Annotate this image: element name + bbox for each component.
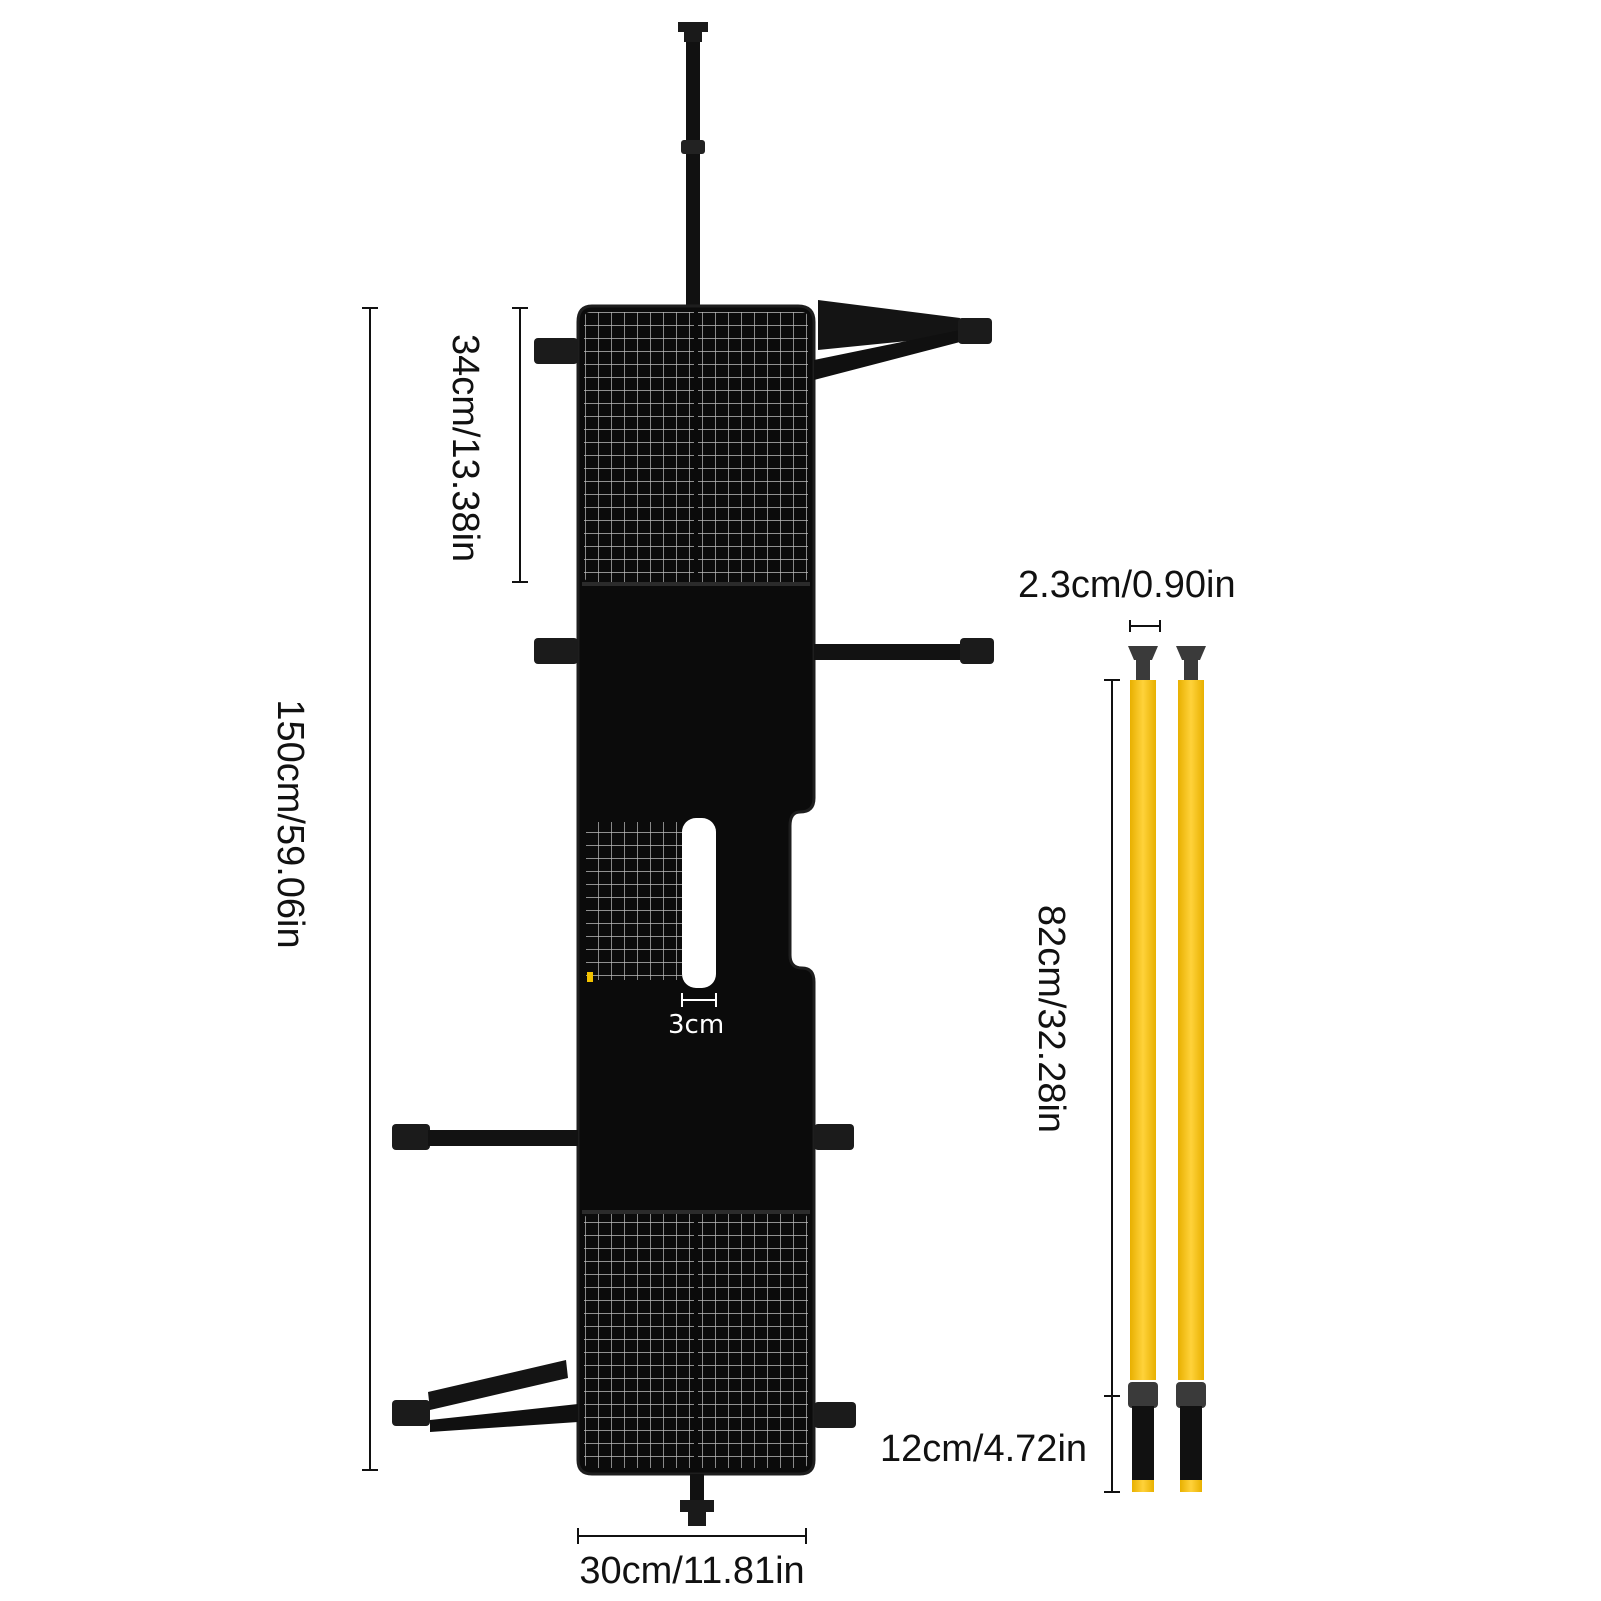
width-label: 30cm/11.81in — [579, 1550, 805, 1592]
strap-icon — [1130, 680, 1156, 1380]
total-length-label: 150cm/59.06in — [269, 699, 311, 949]
strap-width-label: 2.3cm/0.90in — [1018, 564, 1236, 606]
buckle-icon — [1128, 646, 1158, 660]
organizer-body — [576, 304, 816, 1476]
slot-width-label: 3cm — [668, 1010, 725, 1040]
buckle-icon — [960, 638, 994, 664]
strap-icon — [1178, 680, 1204, 1380]
yellow-strap-left — [1128, 646, 1158, 1492]
buckle-icon — [680, 1500, 714, 1526]
buckle-icon — [678, 22, 708, 42]
side-straps — [392, 300, 994, 1526]
top-strap — [678, 22, 708, 310]
buckle-icon — [392, 1400, 430, 1426]
dimension-lines — [362, 307, 1161, 1544]
buckle-icon — [814, 1124, 854, 1150]
buckle-icon — [958, 318, 992, 344]
buckle-icon — [392, 1124, 430, 1150]
strap-end-length-label: 12cm/4.72in — [880, 1428, 1088, 1470]
buckle-icon — [814, 1402, 856, 1428]
strap-length-label: 82cm/32.28in — [1030, 904, 1072, 1134]
buckle-icon — [534, 638, 578, 664]
yellow-strap-right — [1176, 646, 1206, 1492]
top-section-height-label: 34cm/13.38in — [444, 334, 486, 563]
slot-dimension-line — [681, 993, 717, 1007]
buckle-icon — [534, 338, 578, 364]
buckle-icon — [1176, 646, 1206, 660]
